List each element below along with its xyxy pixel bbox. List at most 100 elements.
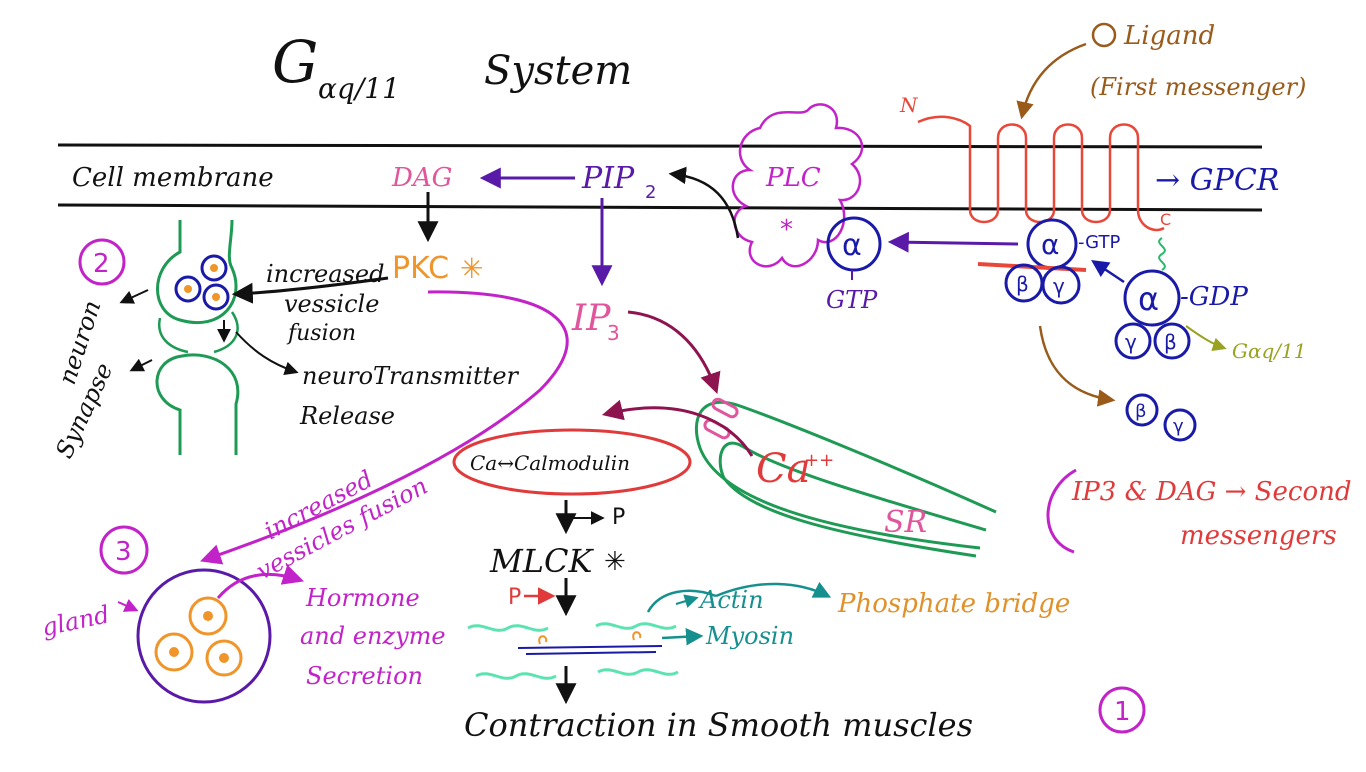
pkc-to-vesicle-arrow: [231, 276, 389, 304]
second-messengers-note: IP3 & DAG → Second messengers: [1046, 468, 1352, 554]
beta-subunit-inactive: [1153, 322, 1191, 360]
secretory-vesicle-3-content: [219, 653, 229, 663]
secretion-arrow: [216, 564, 304, 599]
beta-active-label: β: [1016, 272, 1029, 296]
plc-shape: [731, 103, 864, 268]
ligand-circle: [1091, 22, 1117, 48]
g-protein-inactive: α -GDP γ β: [1114, 237, 1248, 360]
gamma-subunit-inactive: [1114, 322, 1152, 360]
vesicle-3-content: [212, 293, 220, 301]
beta-gamma-release-arrow: [1038, 325, 1116, 407]
ip3-label: IP: [571, 298, 611, 339]
plc-star: *: [780, 215, 793, 245]
gpcr-serpentine: [917, 115, 1165, 232]
alpha-subunit-free: [826, 216, 882, 272]
secretory-vesicle-3: [205, 639, 243, 677]
beta-subunit-released: [1125, 393, 1159, 427]
pip2-subscript: 2: [645, 182, 656, 203]
gpcr-label: → GPCR: [1155, 163, 1279, 198]
neurotransmitter-arrow: [235, 331, 299, 376]
myosin-label: Myosin: [705, 622, 794, 650]
phosphate-label: P: [612, 505, 625, 530]
secretion-line3: Secretion: [306, 662, 423, 690]
alpha-free-label: α: [842, 228, 862, 263]
phosphate-bridge-label: Phosphate bridge: [837, 589, 1070, 619]
plc-label: PLC: [765, 163, 821, 193]
gamma-active-label: γ: [1053, 274, 1065, 298]
gamma-subunit-released: [1163, 408, 1197, 442]
neuron-synapse-panel: 2 neuron Synapse: [50, 219, 240, 463]
myosin-pointer: [661, 627, 704, 646]
gtp-label: GTP: [826, 286, 878, 314]
neurotransmitter-line2: Release: [299, 402, 395, 430]
mlck-star: ✳: [604, 547, 626, 577]
gdp-label: -GDP: [1180, 282, 1248, 312]
neuron-fusion-line1: increased: [266, 260, 384, 288]
membrane-outer-line: [57, 143, 1263, 149]
contraction-label: Contraction in Smooth muscles: [464, 706, 973, 744]
mlck-label: MLCK: [489, 542, 595, 580]
alpha-to-plc-arrow: [887, 231, 1019, 253]
presynaptic-terminal: [156, 219, 238, 324]
alpha-subunit-inactive: [1123, 269, 1181, 327]
calcium-charge: ++: [804, 450, 834, 471]
section-3-badge: [99, 525, 149, 575]
activation-arrow: [1091, 260, 1125, 284]
calmodulin-label: Ca↔Calmodulin: [470, 451, 630, 475]
messengers-line1: IP3 & DAG → Second: [1071, 477, 1352, 507]
neuron-fusion-line3: fusion: [286, 321, 356, 346]
section-2-badge: [78, 238, 126, 286]
vesicle-3: [202, 283, 230, 311]
beta-inactive-label: β: [1164, 330, 1177, 354]
phosphate-bridge-arrow: [715, 581, 832, 598]
pkc-to-gland-arrow: [200, 290, 569, 565]
actin-filament-bottom: [475, 668, 679, 680]
secretion-line1: Hormone: [305, 584, 420, 612]
ligand-binding-arrow: [1016, 42, 1087, 120]
neurotransmitter-line1: neuroTransmitter: [302, 362, 520, 390]
secretory-vesicle-1: [188, 596, 228, 636]
first-messenger-label: (First messenger): [1090, 73, 1306, 101]
gamma-released-label: γ: [1173, 416, 1184, 437]
section-2-number: 2: [93, 249, 110, 279]
secretory-vesicle-2: [154, 632, 194, 672]
postsynaptic-terminal: [155, 353, 240, 455]
actin-link: [646, 589, 717, 613]
myosin-filament: [517, 645, 663, 655]
vesicle-2-content: [210, 264, 218, 272]
synapse-pointer: [129, 358, 153, 372]
calcium-label: Ca: [756, 446, 810, 492]
title: G αq/11 System: [272, 28, 632, 105]
pkc-star: ✳: [460, 252, 483, 285]
ip3-receptor-1: [711, 397, 739, 419]
vesicle-1-content: [184, 285, 192, 293]
gland-panel: 3 gland Hormone and enzyme Secretion: [39, 525, 446, 704]
alpha-gtp-free: α GTP: [826, 216, 882, 314]
pkc-label: PKC: [392, 251, 449, 286]
gpcr-receptor: N C → GPCR: [899, 93, 1279, 232]
g-protein-active: α -GTP β γ: [977, 218, 1120, 305]
title-subscript: αq/11: [318, 72, 400, 105]
actin-filament-top: [467, 622, 677, 632]
title-suffix: System: [484, 48, 632, 94]
gtp-bound-label: -GTP: [1078, 232, 1120, 253]
cell-membrane: Cell membrane: [57, 143, 1263, 212]
gpcr-c-terminal: C: [1160, 210, 1171, 229]
ip3-to-sr-arrow: [627, 310, 721, 394]
gland-cell: [136, 568, 272, 704]
secretory-vesicle-2-content: [169, 647, 179, 657]
synaptic-cleft: [157, 311, 239, 354]
beta-released-label: β: [1135, 401, 1147, 422]
secretory-vesicle-1-content: [203, 611, 213, 621]
plc-enzyme: PLC *: [731, 103, 864, 268]
pip2-label: PIP: [581, 161, 635, 196]
title-prefix: G: [272, 28, 318, 96]
actin-pointer: [675, 594, 699, 608]
sarcoplasmic-reticulum: SR: [694, 397, 997, 558]
ip3-subscript: 3: [607, 321, 620, 345]
calmodulin-ellipse: [452, 428, 692, 496]
vesicle-2: [200, 254, 228, 282]
alpha-inactive-label: α: [1138, 280, 1159, 318]
c-terminal-tail: [1158, 237, 1166, 271]
